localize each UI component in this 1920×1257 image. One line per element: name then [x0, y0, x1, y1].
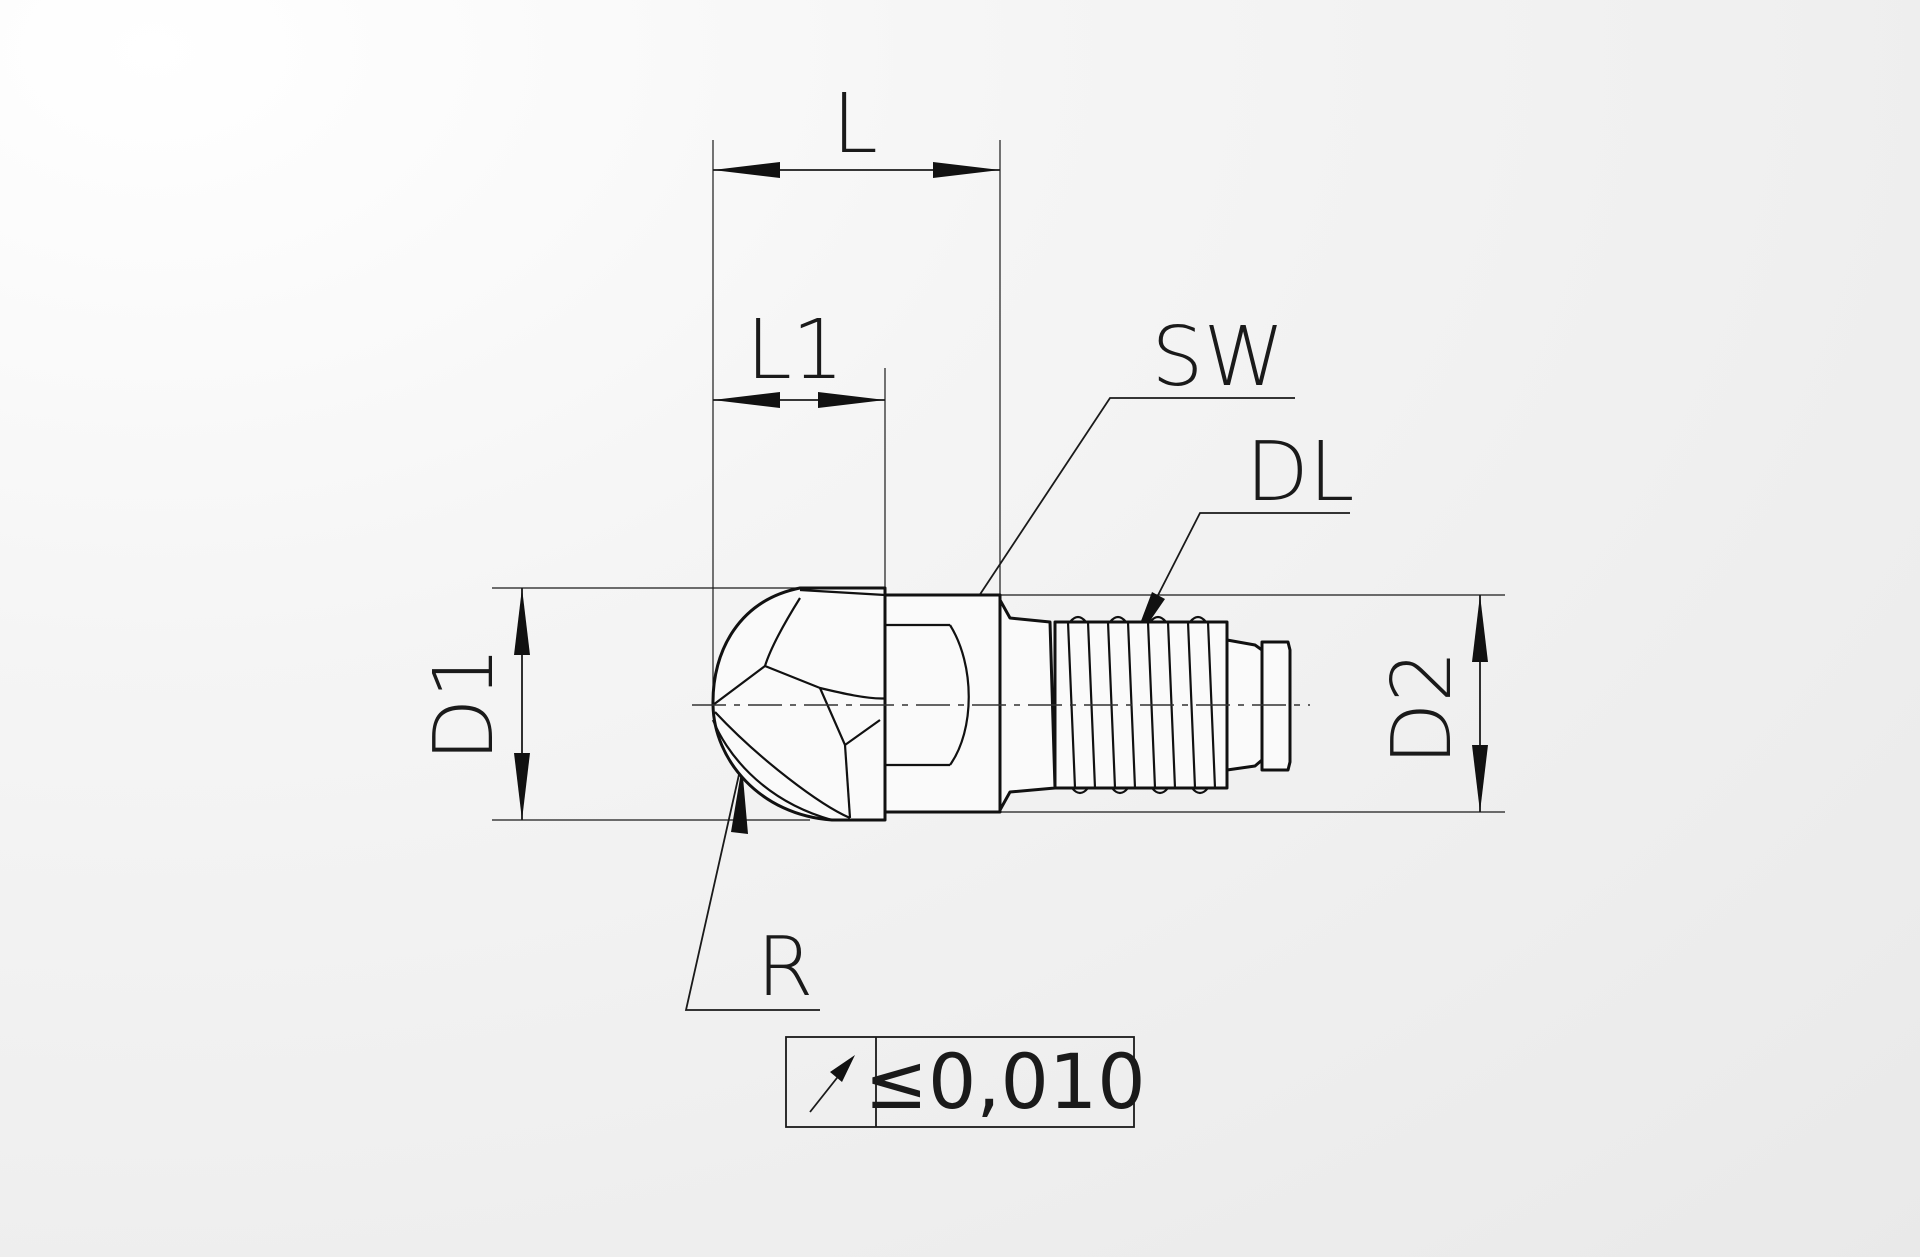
label-R: R: [757, 920, 814, 1015]
label-L1: L1: [746, 303, 844, 398]
leader-R: [684, 766, 820, 1011]
extension-lines: [492, 140, 1505, 821]
dimension-D1: [514, 588, 530, 820]
tolerance-value: ≤0,010: [864, 1037, 1145, 1126]
label-L: L: [832, 77, 878, 172]
circular-runout-arrow-icon: [809, 1055, 855, 1113]
dimension-D2: [1472, 595, 1488, 812]
label-D2: D2: [1375, 650, 1470, 765]
tool-outline: [711, 586, 1292, 822]
label-DL: DL: [1246, 425, 1355, 520]
dimension-L1: [713, 392, 885, 408]
label-SW: SW: [1151, 310, 1284, 405]
label-D1: D1: [417, 646, 512, 761]
dimension-L: [713, 162, 1000, 178]
tolerance-frame: [785, 1036, 1135, 1128]
